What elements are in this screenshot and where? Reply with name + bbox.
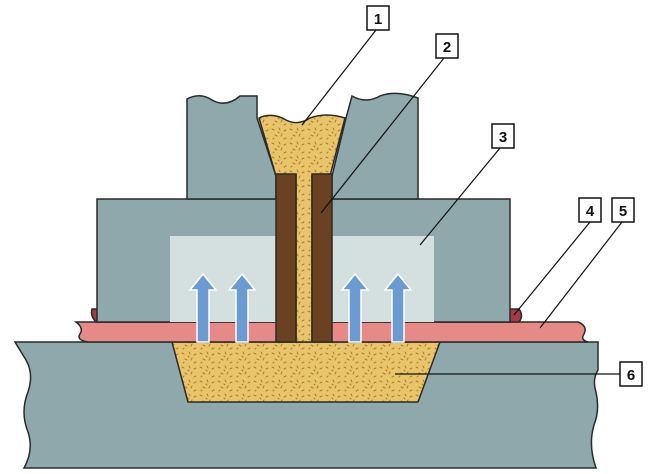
up-arrow-icon [227, 272, 257, 343]
callout-label: 6 [627, 367, 635, 384]
vertical-wall-plates [275, 173, 297, 343]
leader-lines [301, 29, 623, 375]
up-arrow-icon [340, 272, 370, 343]
callout-box [619, 361, 643, 387]
sand-inside-funnel [258, 114, 346, 343]
callout-2: 2 [435, 33, 459, 59]
callout-label: 1 [374, 11, 382, 28]
callout-6: 6 [619, 361, 643, 387]
callout-3: 3 [491, 123, 515, 149]
callout-4: 4 [578, 197, 602, 223]
leader-line-5 [539, 221, 623, 329]
callout-1: 1 [366, 5, 390, 31]
pink-plate-left [73, 321, 293, 343]
up-arrow-icon [383, 272, 413, 343]
up-arrow-icon [188, 272, 218, 343]
leader-line-1 [301, 29, 377, 126]
sand-bed-in-base [171, 341, 442, 403]
leader-line-2 [320, 57, 445, 214]
callout-box [491, 123, 515, 149]
callout-box [611, 197, 635, 223]
callout-box [366, 5, 390, 31]
leader-line-3 [419, 147, 501, 246]
vertical-wall-plate-right [311, 173, 333, 343]
callout-box [578, 197, 602, 223]
callout-label: 3 [499, 129, 507, 146]
callout-label: 2 [443, 39, 451, 56]
callout-label: 5 [619, 203, 627, 220]
callout-box [435, 33, 459, 59]
callout-label: 4 [586, 203, 595, 220]
callout-5: 5 [611, 197, 635, 223]
gas-flow-arrows [188, 272, 413, 343]
top-block-left [186, 95, 277, 200]
leader-line-4 [513, 221, 591, 316]
pink-plate-right [317, 321, 589, 343]
